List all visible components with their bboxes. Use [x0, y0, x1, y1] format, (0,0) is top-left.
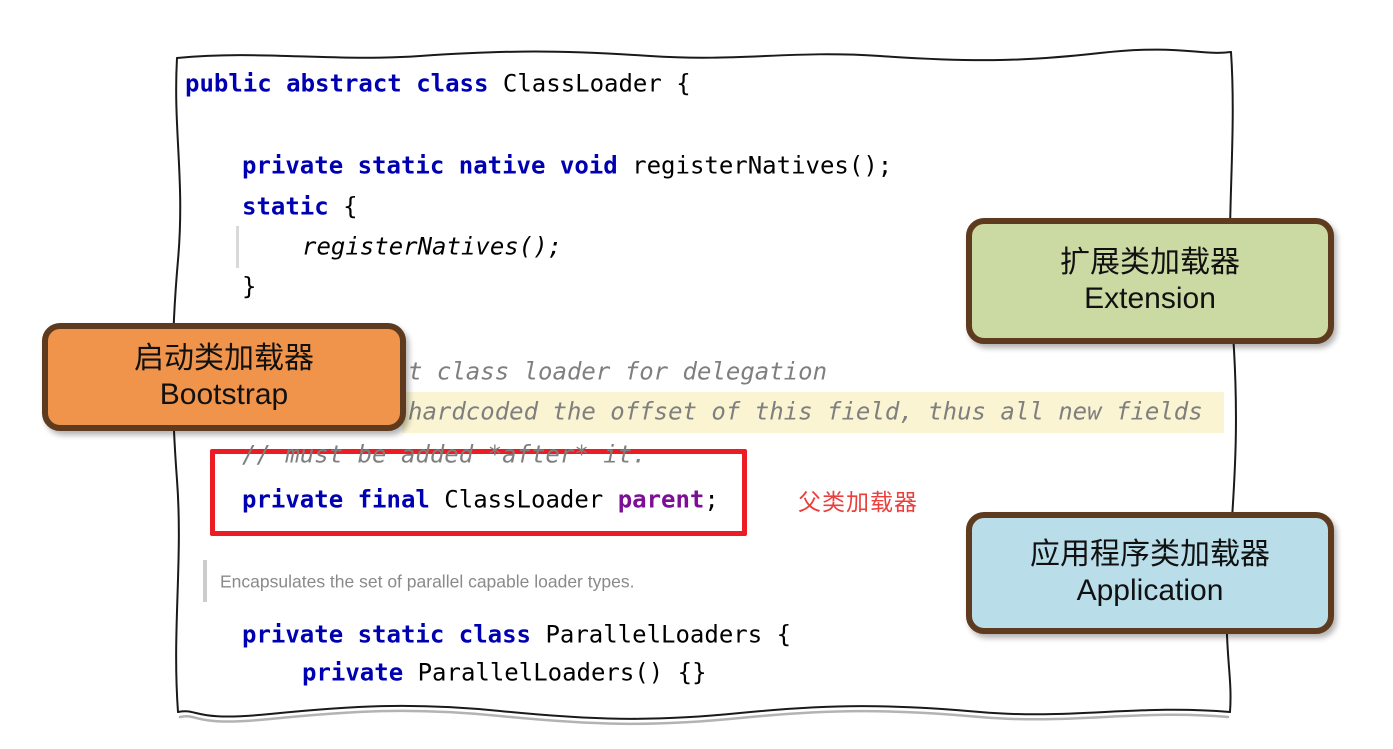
extension-loader-callout: 扩展类加载器 Extension [966, 218, 1334, 344]
application-loader-callout: 应用程序类加载器 Application [966, 512, 1334, 634]
extension-loader-label-zh: 扩展类加载器 [1060, 246, 1240, 279]
code-line: static { [242, 192, 358, 221]
code-line: private static native void registerNativ… [242, 151, 893, 180]
extension-loader-label-en: Extension [1084, 282, 1216, 315]
torn-edge-bottom [177, 704, 1231, 720]
comment-highlight-band [402, 392, 1224, 433]
application-loader-label-en: Application [1076, 574, 1224, 607]
torn-edge-shadow [178, 709, 1230, 726]
code-line: private final ClassLoader parent; [242, 485, 719, 514]
indent-guide [236, 226, 239, 268]
bootstrap-loader-label-en: Bootstrap [159, 378, 289, 411]
bootstrap-loader-label-zh: 启动类加载器 [134, 342, 314, 375]
torn-edge-top [176, 48, 1232, 62]
bootstrap-loader-callout: 启动类加载器 Bootstrap [42, 323, 406, 431]
torn-edge-right [1225, 51, 1237, 713]
code-line: // must be added *after* it. [242, 440, 647, 469]
code-line: public abstract class ClassLoader { [185, 69, 691, 98]
javadoc-bar [203, 560, 207, 602]
code-line: registerNatives(); [302, 232, 563, 261]
code-line: } [242, 272, 257, 301]
javadoc-text: Encapsulates the set of parallel capable… [220, 571, 635, 592]
code-line: private ParallelLoaders() {} [302, 658, 707, 687]
parent-field-highlight-box [210, 449, 747, 536]
code-line: hardcoded the offset of this field, thus… [408, 397, 1203, 426]
code-line: private static class ParallelLoaders { [242, 620, 792, 649]
code-line: t class loader for delegation [408, 357, 828, 386]
application-loader-label-zh: 应用程序类加载器 [1030, 538, 1270, 571]
parent-field-label: 父类加载器 [798, 489, 918, 515]
